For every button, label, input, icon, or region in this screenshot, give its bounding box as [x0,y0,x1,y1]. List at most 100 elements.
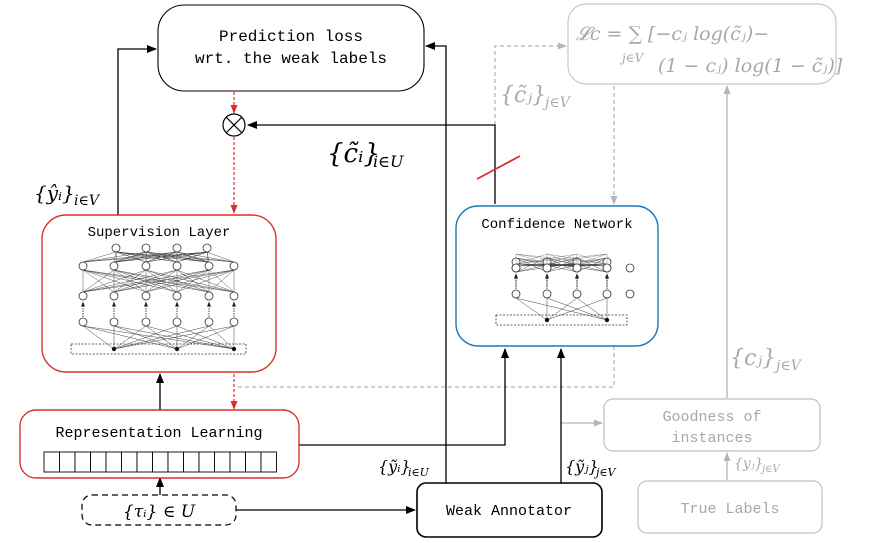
supervision-neuron [109,261,119,271]
confidence-neuron [572,289,582,299]
edge-confidence-network-gradient-to-representation [236,346,615,388]
embedding-cell [152,451,169,473]
supervision-neuron [111,243,121,253]
label-c-j-v-sub: j∈V [773,358,803,374]
confidence-neuron [511,263,521,273]
embedding-cell [260,451,277,473]
supervision-neuron [229,261,239,271]
supervision-input-unit [111,346,117,352]
label-y-tilde-i-u-sub: i∈U [408,466,430,479]
supervision-neuron [109,317,119,327]
confidence-neuron [542,263,552,273]
label-y-hat-i-v: {ŷᵢ} [34,181,75,205]
confidence-neuron [625,263,635,273]
supervision-neuron [78,291,88,301]
supervision-neuron [172,243,182,253]
edge-weak-labels-i-to-prediction-loss [425,42,447,483]
edge-confidence-scores-to-confidence-loss [494,42,567,125]
supervision-neuron [202,243,212,253]
goodness-of-instances-label-line1: Goodness of [662,409,761,426]
confidence-input-box [495,314,628,326]
confidence-neuron [511,289,521,299]
embedding-cell [214,451,231,473]
goodness-of-instances-label-line2: instances [671,430,752,447]
embedding-cell [167,451,184,473]
supervision-neuron [141,317,151,327]
prediction-loss-label-line1: Prediction loss [219,28,363,46]
embedding-cell [245,451,262,473]
embedding-cell [90,451,107,473]
label-y-hat-i-v-sub: i∈V [74,193,101,209]
embedding-cell [183,451,200,473]
supervision-neuron [141,243,151,253]
supervision-neuron [141,291,151,301]
supervision-input-unit [231,346,237,352]
confidence-input-unit [544,317,550,323]
confidence-network-icon [495,253,635,326]
supervision-neuron [229,291,239,301]
label-y-tilde-i-u: {ỹᵢ} [378,457,411,476]
embedding-vector [43,451,277,473]
confidence-loss-formula-line2: (1 − cⱼ) log(1 − c̃ⱼ)] [658,55,843,77]
embedding-cell [121,451,138,473]
weak-annotator-box [416,482,603,538]
true-labels-box [637,480,823,534]
confidence-network-group: Confidence Network [455,205,659,347]
supervision-input-unit [174,346,180,352]
supervision-neuron [78,317,88,327]
confidence-neuron [625,289,635,299]
label-c-tilde-j-v-sub: j∈V [542,95,572,111]
supervision-neuron [172,291,182,301]
label-y-j-v: {yⱼ} [734,456,763,472]
prediction-loss-group: Prediction loss wrt. the weak labels [157,4,425,92]
supervision-neuron [172,317,182,327]
edge-representation-to-confidence-network [299,348,509,446]
supervision-neuron [204,261,214,271]
supervision-layer-label: Supervision Layer [88,225,231,241]
supervision-neuron [172,261,182,271]
confidence-network-box [455,205,659,347]
confidence-loss-group: 𝓛c = ∑ [−cⱼ log(c̃ⱼ)− j∈V (1 − cⱼ) log(1… [567,3,843,85]
confidence-neuron [602,263,612,273]
embedding-cell [136,451,153,473]
supervision-neuron [204,317,214,327]
edge-confidence-to-multiply [247,121,496,204]
representation-learning-group: Representation Learning [19,409,300,479]
embedding-cell [59,451,76,473]
confidence-neuron [602,289,612,299]
confidence-loss-box [567,3,837,85]
confidence-neuron [542,289,552,299]
representation-learning-label: Representation Learning [55,425,262,442]
supervision-neuron [141,261,151,271]
embedding-cell [74,451,91,473]
confidence-loss-sum-subscript: j∈V [619,51,645,65]
confidence-neuron [572,263,582,273]
label-y-tilde-j-v: {ỹⱼ} [565,457,599,476]
label-c-tilde-i-u: {c̃ᵢ} [327,139,380,169]
supervision-layer-group: Supervision Layer [41,214,277,373]
multiply-node [222,113,246,137]
supervision-input-box [70,343,247,355]
label-c-j-v: {cⱼ} [730,346,776,371]
stop-gradient-mark [476,155,521,180]
label-c-tilde-j-v: {c̃ⱼ} [500,83,546,108]
input-instances-box [81,494,237,526]
supervision-neuron [204,291,214,301]
embedding-cell [198,451,215,473]
input-instances-label: {τᵢ} ∈ U [123,502,196,522]
true-labels-label: True Labels [680,501,779,518]
embedding-cell [105,451,122,473]
supervision-neuron [78,261,88,271]
supervision-neuron [109,291,119,301]
confidence-input-unit [604,317,610,323]
prediction-loss-label-line2: wrt. the weak labels [195,50,387,68]
edge-supervision-to-prediction-loss [117,45,157,215]
confidence-loss-formula-line1: 𝓛c = ∑ [−cⱼ log(c̃ⱼ)− [576,23,769,45]
prediction-loss-box [157,4,425,92]
embedding-cell [43,451,60,473]
label-c-tilde-i-u-sub: i∈U [373,152,404,171]
supervision-neuron [229,317,239,327]
goodness-of-instances-box [603,398,821,452]
weak-annotator-label: Weak Annotator [446,503,572,520]
